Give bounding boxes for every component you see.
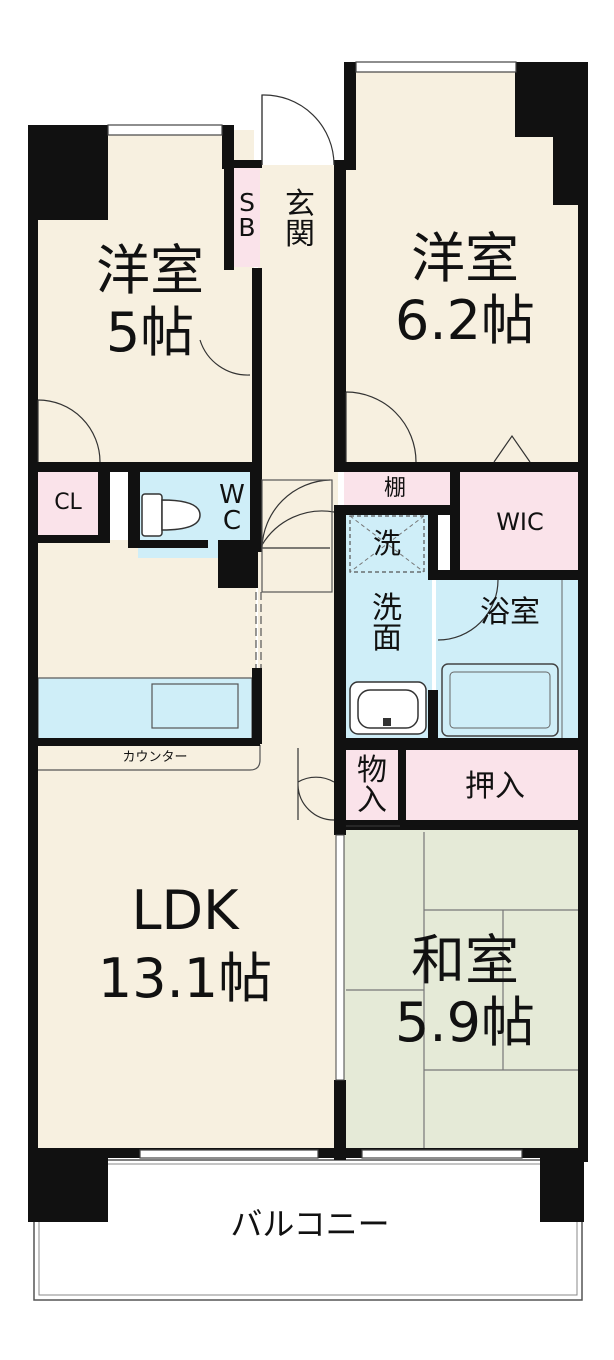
washer-space (349, 515, 425, 573)
tatami-lines (346, 832, 582, 1148)
shoe-box-room (232, 165, 260, 267)
washroom-label: 洗 面 (372, 591, 402, 656)
toilet-label: W C (219, 480, 245, 536)
wash-basin-icon (383, 718, 391, 726)
closet-label: CL (54, 490, 82, 515)
room-ldk (34, 745, 338, 1150)
western-5-name: 洋室 (96, 239, 204, 302)
oshiire-label: 押入 (465, 769, 525, 804)
kitchen-counter (37, 677, 253, 741)
balcony-area (38, 1163, 578, 1296)
shelf-room (344, 470, 450, 506)
storage-room (344, 750, 400, 826)
balcony-label: バルコニー (230, 1205, 390, 1243)
washer-label: 洗 (372, 527, 401, 560)
wic-room (456, 470, 582, 570)
ldk-name: LDK (131, 879, 239, 942)
japanese-name: 和室 (411, 929, 519, 992)
storage-label: 物 入 (357, 753, 387, 818)
washer-space (349, 515, 425, 573)
japanese-size: 5.9帖 (395, 991, 535, 1054)
entrance-hall (258, 165, 338, 745)
wall-gap (335, 834, 345, 1081)
bathtub-icon (441, 663, 559, 737)
closet-room (38, 470, 98, 535)
doors (37, 94, 531, 827)
toilet-icon (141, 493, 201, 537)
sink-icon (151, 683, 239, 729)
wic-label: WIC (496, 508, 544, 536)
oshiire-room (404, 750, 582, 822)
windows (107, 61, 523, 1159)
bathtub-icon (449, 671, 551, 729)
balcony-area (33, 1159, 583, 1301)
western-5-size: 5帖 (105, 301, 195, 364)
western-6-2-size: 6.2帖 (395, 289, 535, 352)
washer-space (349, 515, 425, 573)
shelf-label: 棚 (383, 476, 406, 501)
bath-label: 浴室 (480, 595, 540, 630)
ldk-size: 13.1帖 (97, 947, 273, 1010)
wash-basin-icon (349, 681, 427, 735)
entrance-label: 玄 関 (285, 187, 315, 252)
shoe-box-label: S B (238, 188, 256, 242)
western-6-2-name: 洋室 (411, 227, 519, 290)
counter-label: カウンター (122, 750, 188, 765)
counter-line (38, 745, 261, 771)
